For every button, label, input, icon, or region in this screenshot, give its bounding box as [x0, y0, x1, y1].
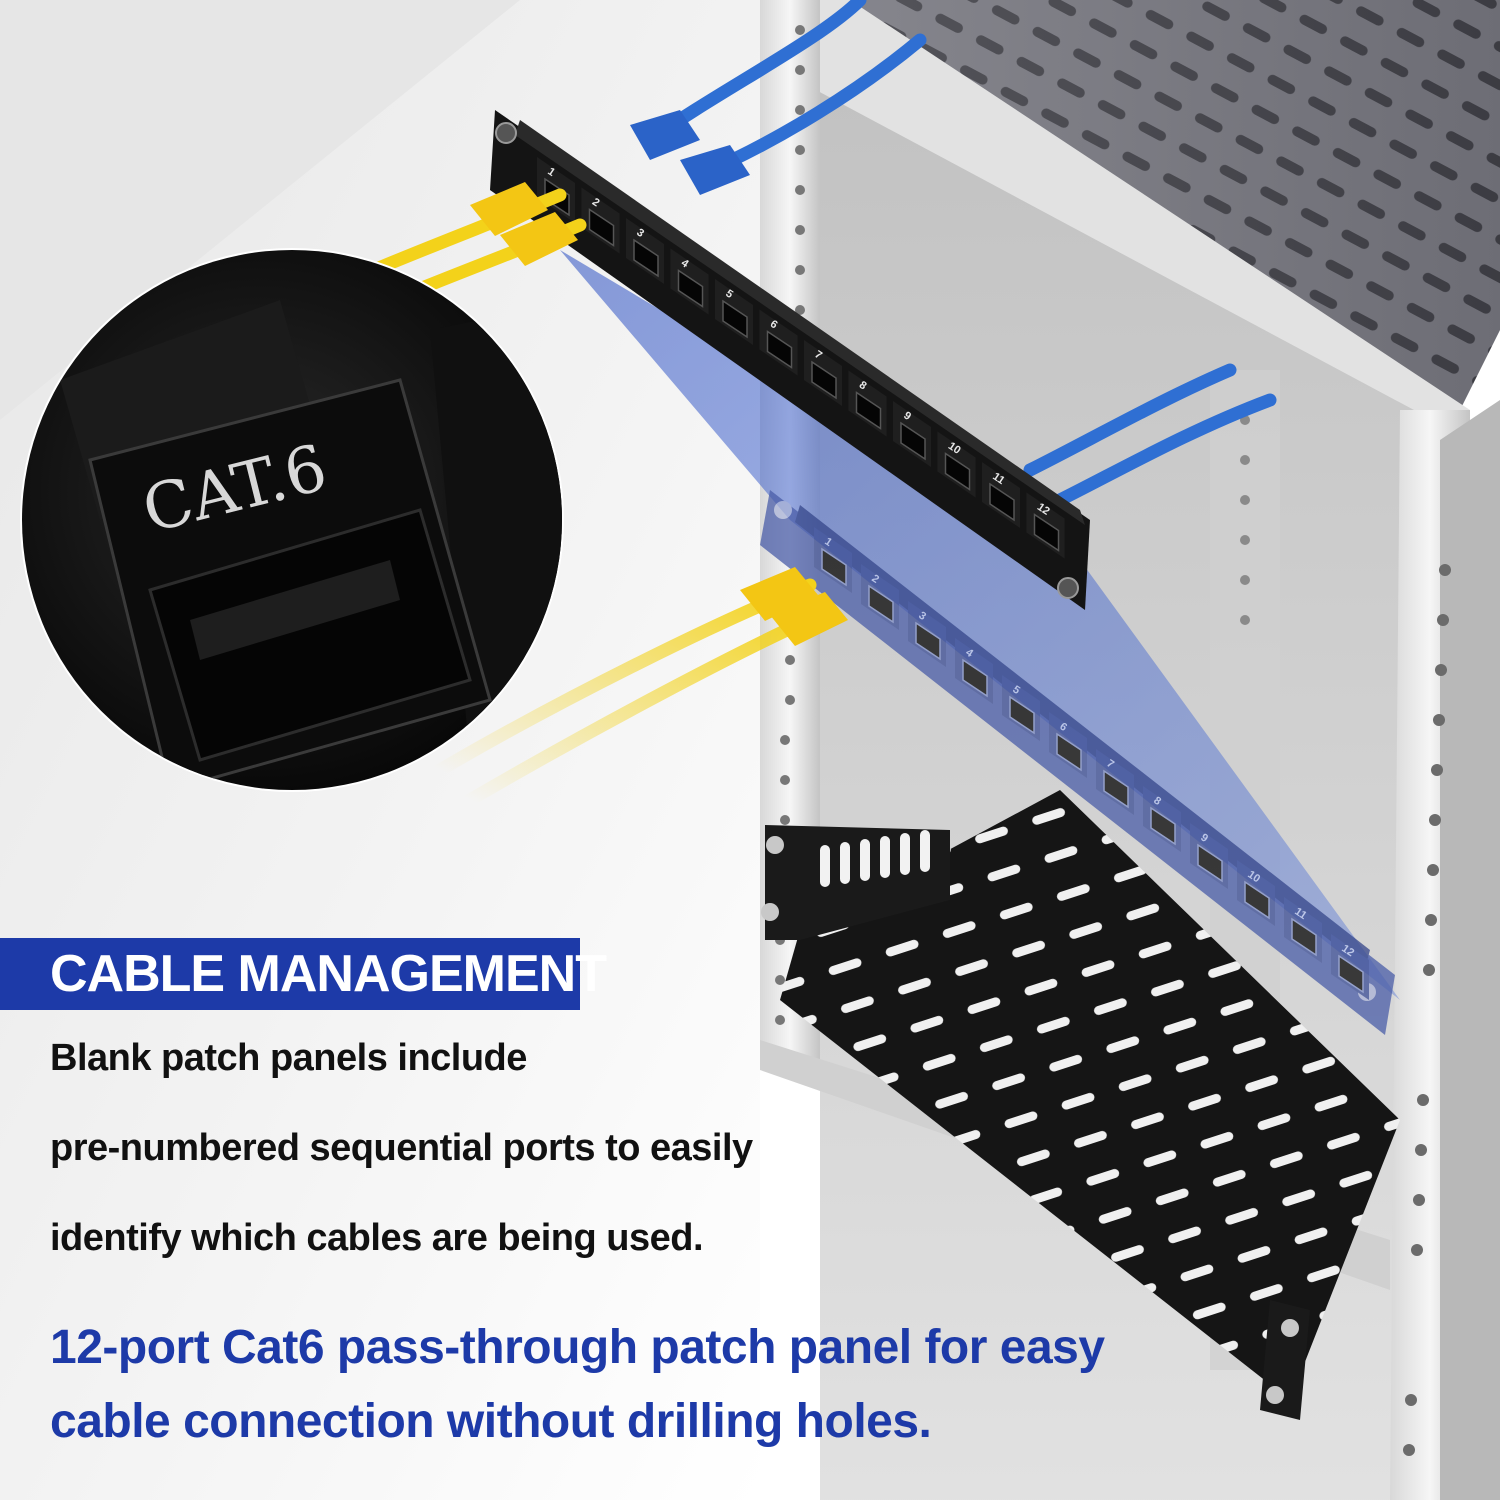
port-number: 2	[590, 196, 602, 209]
rj45-port	[1056, 732, 1082, 772]
shelf-screw	[761, 903, 779, 921]
heading-bar	[0, 938, 580, 1010]
port-number: 9	[1198, 832, 1210, 845]
port-number: 1	[822, 536, 834, 549]
rj45-port	[1033, 513, 1060, 552]
rear-rail-holes	[1240, 415, 1250, 625]
zoom-inset: CAT.6	[20, 248, 564, 792]
rj45-port	[962, 658, 988, 698]
rj45-port	[1103, 769, 1129, 809]
blue-plug	[630, 110, 700, 160]
port-number: 3	[634, 227, 646, 240]
rj45-port	[1009, 695, 1035, 735]
port-number: 10	[946, 440, 963, 457]
section-heading: CABLE MANAGEMENT	[50, 945, 607, 1003]
rj45-port	[588, 208, 615, 247]
rj45-port	[1244, 880, 1270, 920]
port-number: 11	[1292, 906, 1308, 922]
rack-right-side	[1440, 400, 1500, 1500]
yellow-plug	[770, 592, 848, 646]
port-number: 10	[1245, 869, 1262, 886]
rj45-port	[868, 584, 894, 624]
rack-top-shade	[850, 0, 1500, 410]
right-rail-holes	[1403, 564, 1451, 1456]
port-number: 8	[1151, 795, 1163, 808]
port-number: 12	[1339, 943, 1356, 960]
blue-plug	[680, 145, 750, 195]
shelf-screw	[1266, 1386, 1284, 1404]
blue-cable	[1053, 393, 1277, 507]
rj45-port	[915, 621, 941, 661]
shelf-screw	[766, 836, 784, 854]
port-number: 11	[990, 471, 1006, 487]
rj45-port	[722, 299, 748, 339]
highlight-line: 12-port Cat6 pass-through patch panel fo…	[50, 1321, 1105, 1374]
rj45-port	[811, 360, 837, 400]
shelf-bracket-slots	[820, 830, 930, 887]
rj45-port	[1197, 843, 1223, 883]
highlight-line: cable connection without drilling holes.	[50, 1395, 932, 1448]
panel-mount-screw	[1057, 577, 1079, 599]
yellow-plug	[500, 212, 578, 266]
yellow-plug	[470, 182, 548, 236]
rj45-port	[944, 452, 971, 491]
rj45-port	[821, 547, 847, 587]
port-number: 6	[1057, 721, 1069, 734]
rj45-port	[900, 421, 926, 461]
port-number: 5	[723, 288, 735, 301]
rj45-port	[677, 269, 704, 308]
jack-contacts	[190, 560, 400, 660]
port-number: 5	[1010, 684, 1022, 697]
blue-cable	[1023, 363, 1237, 477]
mounted-panel-screw	[774, 501, 792, 519]
rj45-port	[766, 330, 793, 369]
port-number: 12	[1035, 501, 1052, 518]
port-number: 6	[768, 318, 780, 331]
yellow-plug	[740, 567, 818, 621]
server-rack	[760, 0, 1500, 1500]
rj45-port	[1338, 954, 1364, 994]
port-number: 9	[901, 410, 913, 423]
rack-top-frame	[760, 0, 1470, 440]
rj45-port	[989, 482, 1015, 522]
yellow-plugs	[470, 182, 848, 646]
rj45-port	[1150, 806, 1176, 846]
port-number: 8	[857, 379, 869, 392]
rj45-port	[855, 391, 882, 430]
port-number: 7	[1104, 758, 1116, 771]
description-line: pre-numbered sequential ports to easily	[50, 1127, 753, 1169]
shelf-screw	[1281, 1319, 1299, 1337]
rj45-port	[1291, 917, 1317, 957]
blue-plugs	[630, 110, 750, 195]
rack-shelf	[761, 790, 1400, 1420]
description-line: identify which cables are being used.	[50, 1217, 704, 1259]
patch-panel-top-edge	[515, 120, 1085, 525]
port-number: 3	[916, 610, 928, 623]
description-line: Blank patch panels include	[50, 1037, 527, 1079]
panel-mount-screw	[495, 122, 517, 144]
port-number: 7	[812, 349, 824, 362]
rj45-port	[633, 238, 659, 278]
port-number: 1	[545, 166, 557, 179]
port-number: 2	[869, 573, 881, 586]
shelf-tray	[780, 790, 1400, 1400]
